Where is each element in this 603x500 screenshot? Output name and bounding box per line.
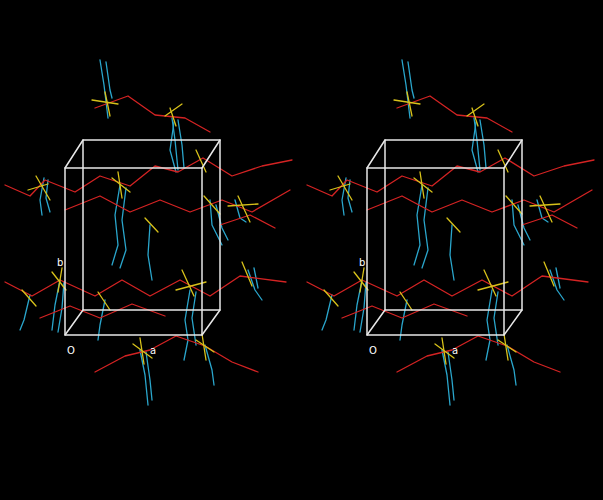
origin-label: O (67, 346, 75, 356)
origin-label: O (369, 346, 377, 356)
axis-label: b (57, 258, 63, 268)
right-view (307, 60, 594, 405)
axis-label: a (452, 346, 458, 356)
axis-label: b (359, 258, 365, 268)
left-view (5, 60, 292, 405)
axis-label: a (150, 346, 156, 356)
